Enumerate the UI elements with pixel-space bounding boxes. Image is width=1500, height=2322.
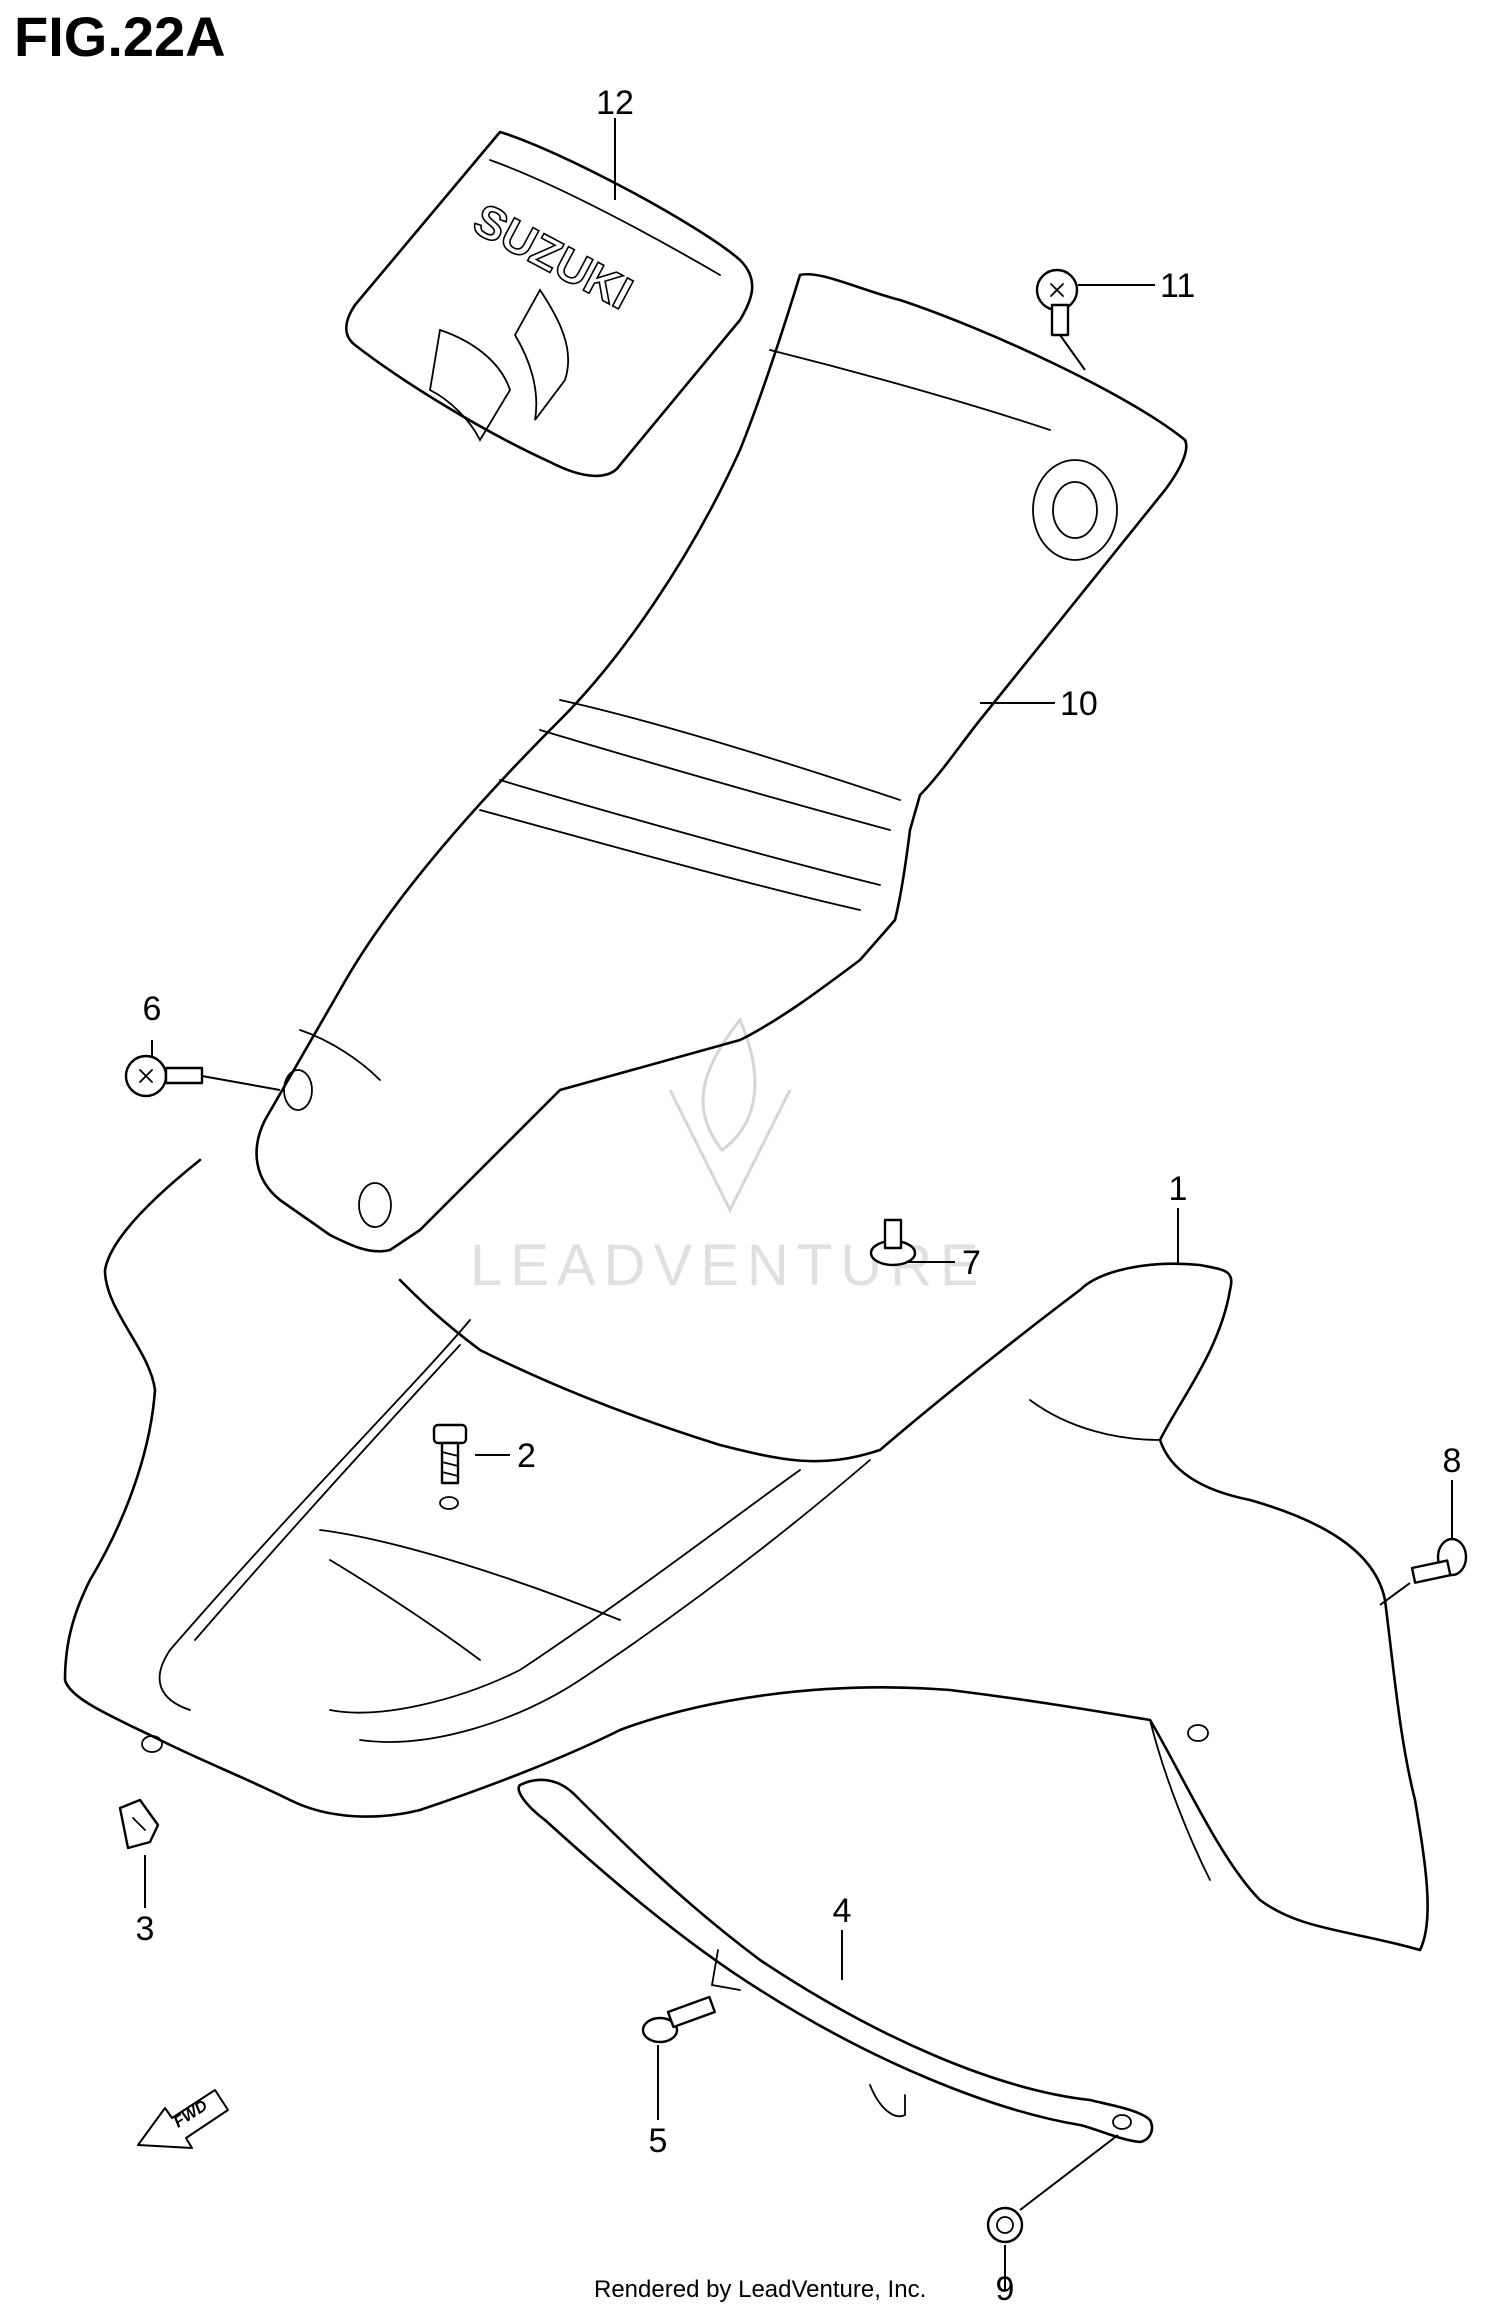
part-5-bolt[interactable] (641, 1995, 717, 2044)
callout-4[interactable]: 4 (833, 1892, 852, 1930)
fwd-arrow-icon: FWD (137, 2089, 229, 2149)
callout-11[interactable]: 11 (1160, 267, 1195, 305)
callouts: 12 11 10 6 7 1 2 8 3 4 5 9 (136, 84, 1462, 2308)
part-9-nut[interactable] (986, 2206, 1024, 2244)
part-11-screw[interactable] (1035, 268, 1079, 337)
callout-12[interactable]: 12 (596, 84, 634, 122)
callout-8[interactable]: 8 (1443, 1442, 1462, 1480)
part-6-screw[interactable] (124, 1054, 204, 1098)
part-1-front-fender[interactable] (63, 1158, 1429, 1952)
callout-9[interactable]: 9 (996, 2270, 1015, 2308)
decal-text: SUZUKI (465, 193, 641, 319)
callout-2[interactable]: 2 (517, 1437, 536, 1475)
part-3-clip-nut[interactable] (118, 1798, 160, 1850)
callout-1[interactable]: 1 (1169, 1170, 1188, 1208)
part-7-screw[interactable] (869, 1218, 917, 1267)
leader-lines (144, 118, 1453, 2290)
part-8-screw[interactable] (1410, 1537, 1468, 1584)
callout-5[interactable]: 5 (649, 2122, 668, 2160)
watermark-text: LEADVENTURE (470, 1233, 987, 1298)
part-2-bolt[interactable] (432, 1423, 468, 1510)
part-12-decal[interactable]: SUZUKI (345, 130, 754, 478)
part-10-top-cover[interactable] (255, 272, 1188, 1253)
footer-credit: Rendered by LeadVenture, Inc. (594, 2276, 926, 2303)
callout-7[interactable]: 7 (962, 1244, 981, 1282)
callout-6[interactable]: 6 (143, 990, 162, 1028)
figure-title: FIG.22A (14, 5, 226, 68)
part-4-fender-stay[interactable] (517, 1778, 1154, 2144)
callout-10[interactable]: 10 (1060, 685, 1098, 723)
callout-3[interactable]: 3 (136, 1910, 155, 1948)
